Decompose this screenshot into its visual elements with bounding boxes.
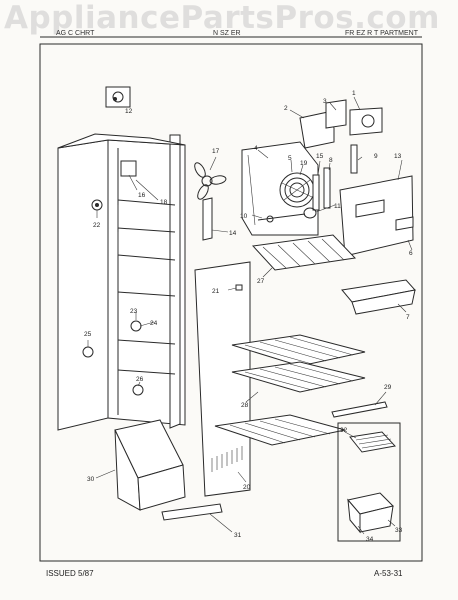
part-callouts: 1 2 3 4 5 6 7 8 9 10 11 12 13 14 15 16 1… xyxy=(84,90,413,543)
callout-23: 23 xyxy=(130,308,138,315)
callout-28: 28 xyxy=(241,402,249,409)
callout-18: 18 xyxy=(160,199,168,206)
callout-11: 11 xyxy=(334,203,341,210)
leader-lines xyxy=(87,96,413,535)
callout-1: 1 xyxy=(352,90,356,97)
callout-2: 2 xyxy=(284,105,288,112)
callout-4: 4 xyxy=(254,145,258,152)
callout-24: 24 xyxy=(150,320,158,327)
callout-31: 31 xyxy=(234,532,242,539)
callout-26: 26 xyxy=(136,376,144,383)
callout-30: 30 xyxy=(87,476,95,483)
callout-10: 10 xyxy=(240,213,248,220)
part-7-door-bin xyxy=(341,279,416,315)
part-31-trim xyxy=(161,503,223,521)
callout-14: 14 xyxy=(229,230,237,237)
diagram-frame xyxy=(39,43,423,562)
part-8-strip xyxy=(323,167,331,209)
callout-29: 29 xyxy=(384,384,392,391)
part-1-3-top-brackets xyxy=(299,99,383,149)
callout-7: 7 xyxy=(406,314,410,321)
part-10-11-sensor xyxy=(257,207,317,223)
part-32-34-ice-assembly xyxy=(337,422,401,542)
callout-19: 19 xyxy=(300,160,308,167)
callout-8: 8 xyxy=(329,157,333,164)
callout-32: 32 xyxy=(340,427,348,434)
part-22-24-26-hardware xyxy=(82,160,144,396)
footer-issued: ISSUED 5/87 xyxy=(46,569,94,578)
callout-20: 20 xyxy=(243,484,251,491)
callout-15: 15 xyxy=(316,153,324,160)
callout-3: 3 xyxy=(323,98,327,105)
callout-21: 21 xyxy=(212,288,220,295)
part-27-top-shelf xyxy=(251,234,357,271)
header-right: FR EZ R T PARTMENT xyxy=(345,30,418,37)
callout-17: 17 xyxy=(212,148,220,155)
callout-13: 13 xyxy=(394,153,402,160)
header-left: AG C CHRT xyxy=(56,30,95,37)
callout-27: 27 xyxy=(257,278,265,285)
part-20-21-rear-panel xyxy=(194,261,251,497)
callout-25: 25 xyxy=(84,331,92,338)
evaporator-area xyxy=(241,141,319,236)
footer-code: A-53-31 xyxy=(374,569,403,578)
part-9-rod xyxy=(350,144,358,174)
callout-16: 16 xyxy=(138,192,146,199)
callout-33: 33 xyxy=(395,527,403,534)
part-17-fan-blade xyxy=(194,162,227,200)
part-13-cover-panel xyxy=(339,175,414,257)
part-28-wire-shelves xyxy=(214,334,366,446)
callout-34: 34 xyxy=(366,536,374,543)
part-15-strip xyxy=(312,174,320,211)
callout-5: 5 xyxy=(288,155,292,162)
part-30-bin xyxy=(114,419,186,511)
part-29-trim-strip xyxy=(331,401,388,418)
callout-12: 12 xyxy=(125,108,133,115)
callout-22: 22 xyxy=(93,222,101,229)
freezer-cabinet xyxy=(57,133,186,431)
callout-6: 6 xyxy=(409,250,413,257)
callout-9: 9 xyxy=(374,153,378,160)
part-12-light-assembly xyxy=(105,86,131,108)
part-14-bracket xyxy=(202,197,213,241)
header-middle: N SZ ER xyxy=(213,30,241,37)
